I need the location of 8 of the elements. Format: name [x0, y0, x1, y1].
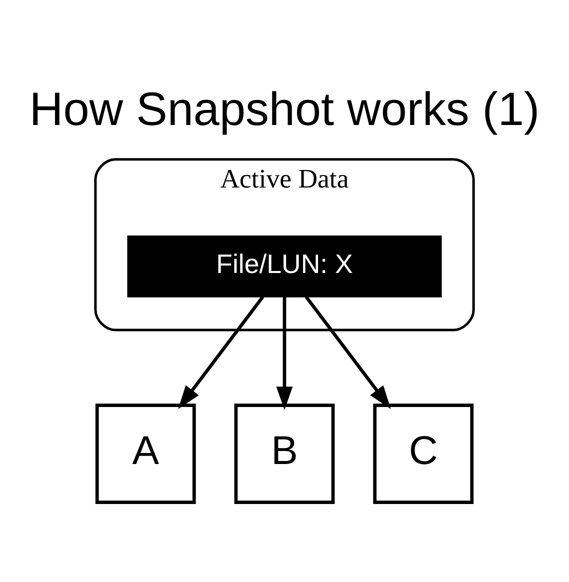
node-box: A	[95, 403, 196, 504]
arrow	[304, 295, 391, 409]
node-box: B	[234, 403, 335, 504]
diagram-title: How Snapshot works (1)	[29, 82, 540, 134]
node-box: C	[373, 403, 474, 504]
arrow	[178, 295, 264, 409]
node-box: File/LUN: X	[127, 234, 442, 297]
arrow	[276, 296, 293, 410]
